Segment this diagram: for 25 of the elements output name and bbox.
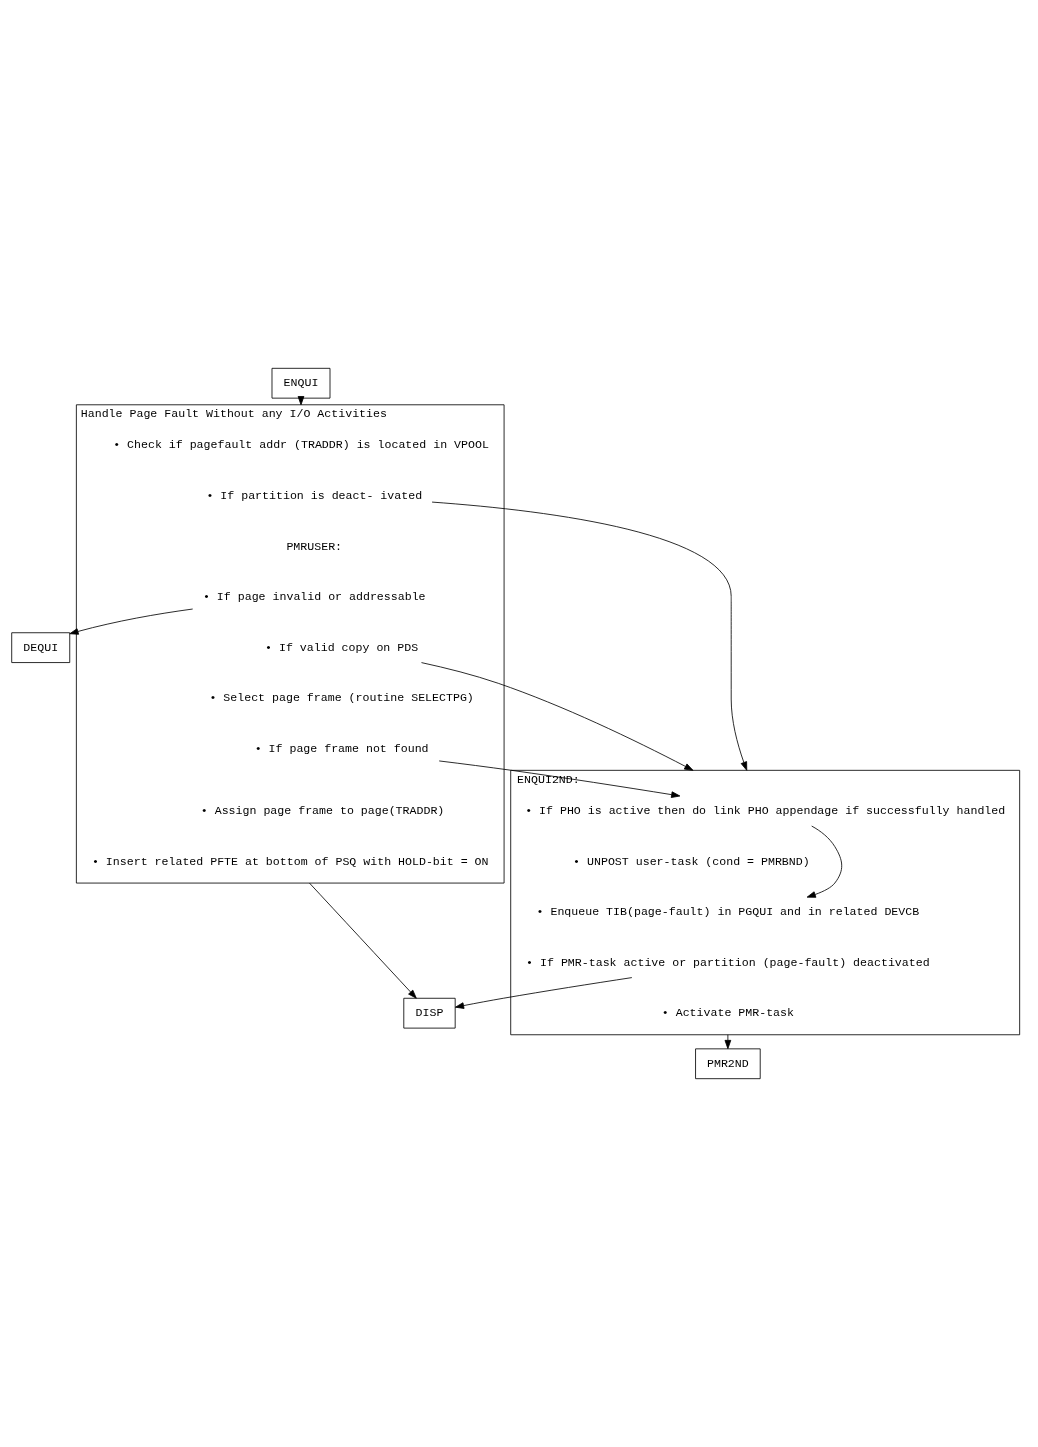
node-box: PMR2ND — [695, 1048, 761, 1080]
node-text: • If PHO is active then do link PHO appendage if successfully handled — [525, 804, 1006, 818]
node-text: • Activate PMR-task — [661, 1006, 794, 1020]
node-text: • If PMR-task active or partition (page-fault) deactivated — [526, 955, 930, 969]
arrow — [724, 1034, 732, 1050]
node-text: • If page frame not found — [254, 741, 429, 755]
node-box: DISP — [403, 997, 456, 1029]
arrow — [454, 977, 633, 1009]
arrow — [69, 608, 194, 635]
arrow — [309, 882, 417, 999]
node-text: • Select page frame (routine SELECTPG) — [209, 691, 474, 705]
node-text: • If valid copy on PDS — [265, 640, 419, 654]
arrow — [806, 825, 843, 898]
node-box: DEQUI — [11, 632, 71, 663]
arrow — [438, 760, 681, 798]
node-text: • If page invalid or addressable — [202, 590, 426, 604]
node-text: • Assign page frame to page(TRADDR) — [200, 804, 445, 818]
node-text: • Enqueue TIB(page-fault) in PGQUI and in related DEVCB — [536, 905, 920, 919]
arrow — [421, 662, 694, 771]
node-text: • If partition is deact- ivated — [206, 489, 423, 503]
node-text: PMRUSER: — [286, 539, 343, 553]
arrow — [431, 501, 748, 771]
node-text: • Check if pagefault addr (TRADDR) is located in VPOOL — [113, 438, 489, 452]
node-text: • UNPOST user-task (cond = PMRBND) — [573, 854, 810, 868]
node-text: • Insert related PFTE at bottom of PSQ with HOLD-bit = ON — [91, 854, 489, 868]
